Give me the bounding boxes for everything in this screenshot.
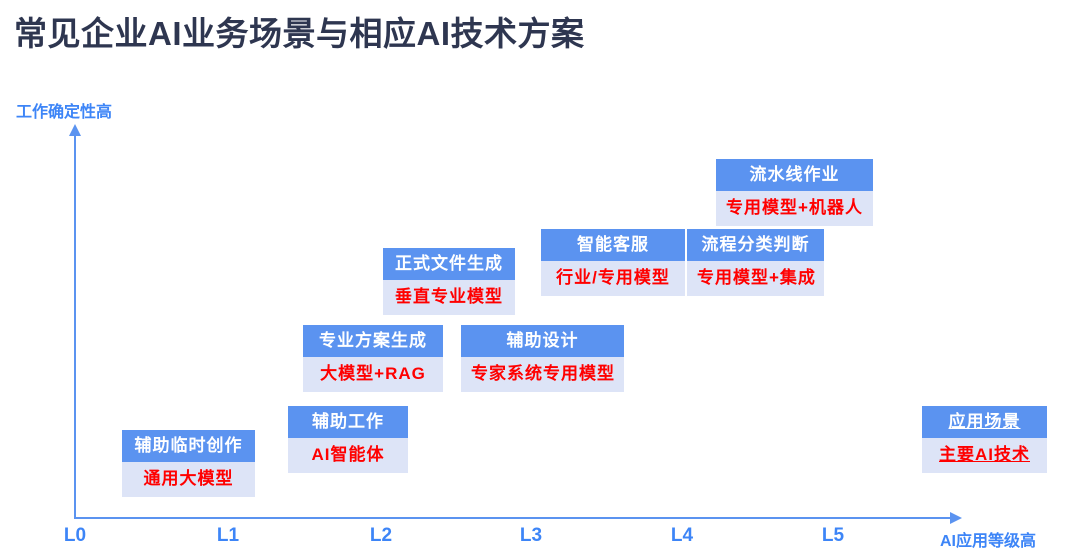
y-axis-label: 工作确定性高 (16, 104, 113, 121)
x-tick-l5: L5 (821, 525, 845, 546)
card-temp-creation: 辅助临时创作通用大模型 (122, 430, 255, 497)
card-assist-work: 辅助工作 AI智能体 (288, 406, 408, 473)
card-assembly-line: 流水线作业专用模型+机器人 (716, 159, 873, 226)
card-assist-work-technology-label: AI智能体 (311, 445, 385, 465)
card-pro-proposal: 专业方案生成大模型+RAG (303, 325, 443, 392)
page-title: 常见企业AI业务场景与相应AI技术方案 (14, 15, 585, 52)
x-axis-arrow-icon (950, 512, 962, 524)
card-assist-design: 辅助设计专家系统专用模型 (461, 325, 624, 392)
x-tick-l1: L1 (216, 525, 240, 546)
card-temp-creation-technology-label: 通用大模型 (143, 469, 234, 489)
card-assembly-line-scenario: 流水线作业 (716, 159, 873, 192)
card-legend-technology-label: 主要AI技术 (939, 445, 1030, 465)
x-tick-l3: L3 (519, 525, 543, 546)
card-formal-doc-technology-label: 垂直专业模型 (395, 287, 503, 307)
card-assembly-line-technology-label: 专用模型+机器人 (726, 198, 863, 218)
card-smart-service-technology-label: 行业/专用模型 (556, 268, 670, 288)
card-assist-design-technology-label: 专家系统专用模型 (471, 364, 615, 384)
card-smart-service: 智能客服行业/专用模型 (541, 229, 685, 296)
card-formal-doc-scenario: 正式文件生成 (383, 248, 515, 281)
y-axis-arrow-icon (69, 124, 81, 136)
card-process-classify-technology: 专用模型+集成 (687, 261, 824, 296)
card-legend-scenario-label: 应用场景 (948, 412, 1021, 431)
card-smart-service-scenario-label: 智能客服 (577, 235, 649, 254)
card-assist-work-scenario-label: 辅助工作 (312, 412, 384, 431)
x-axis-line (74, 517, 954, 519)
card-assist-work-technology: AI智能体 (288, 438, 408, 473)
card-pro-proposal-scenario-label: 专业方案生成 (319, 331, 427, 350)
card-legend: 应用场景主要AI技术 (922, 406, 1047, 473)
card-pro-proposal-technology-label: 大模型+RAG (320, 364, 426, 384)
card-legend-scenario: 应用场景 (922, 406, 1047, 439)
card-process-classify-technology-label: 专用模型+集成 (697, 268, 816, 288)
card-assembly-line-scenario-label: 流水线作业 (749, 165, 840, 184)
x-tick-l2: L2 (369, 525, 393, 546)
card-process-classify-scenario: 流程分类判断 (687, 229, 824, 262)
card-formal-doc-technology: 垂直专业模型 (383, 280, 515, 315)
card-process-classify: 流程分类判断专用模型+集成 (687, 229, 824, 296)
card-assembly-line-technology: 专用模型+机器人 (716, 191, 873, 226)
y-axis-line (74, 134, 76, 519)
card-process-classify-scenario-label: 流程分类判断 (701, 235, 810, 254)
card-formal-doc: 正式文件生成垂直专业模型 (383, 248, 515, 315)
card-formal-doc-scenario-label: 正式文件生成 (395, 254, 503, 273)
card-temp-creation-technology: 通用大模型 (122, 462, 255, 497)
card-assist-work-scenario: 辅助工作 (288, 406, 408, 439)
x-tick-l4: L4 (670, 525, 694, 546)
card-temp-creation-scenario-label: 辅助临时创作 (134, 436, 243, 455)
card-legend-technology: 主要AI技术 (922, 438, 1047, 473)
card-pro-proposal-technology: 大模型+RAG (303, 357, 443, 392)
x-tick-l0: L0 (63, 525, 87, 546)
card-pro-proposal-scenario: 专业方案生成 (303, 325, 443, 358)
x-axis-label: AI应用等级高 (940, 533, 1037, 550)
card-temp-creation-scenario: 辅助临时创作 (122, 430, 255, 463)
card-assist-design-scenario-label: 辅助设计 (506, 331, 579, 350)
card-smart-service-scenario: 智能客服 (541, 229, 685, 262)
card-assist-design-scenario: 辅助设计 (461, 325, 624, 358)
card-assist-design-technology: 专家系统专用模型 (461, 357, 624, 392)
card-smart-service-technology: 行业/专用模型 (541, 261, 685, 296)
